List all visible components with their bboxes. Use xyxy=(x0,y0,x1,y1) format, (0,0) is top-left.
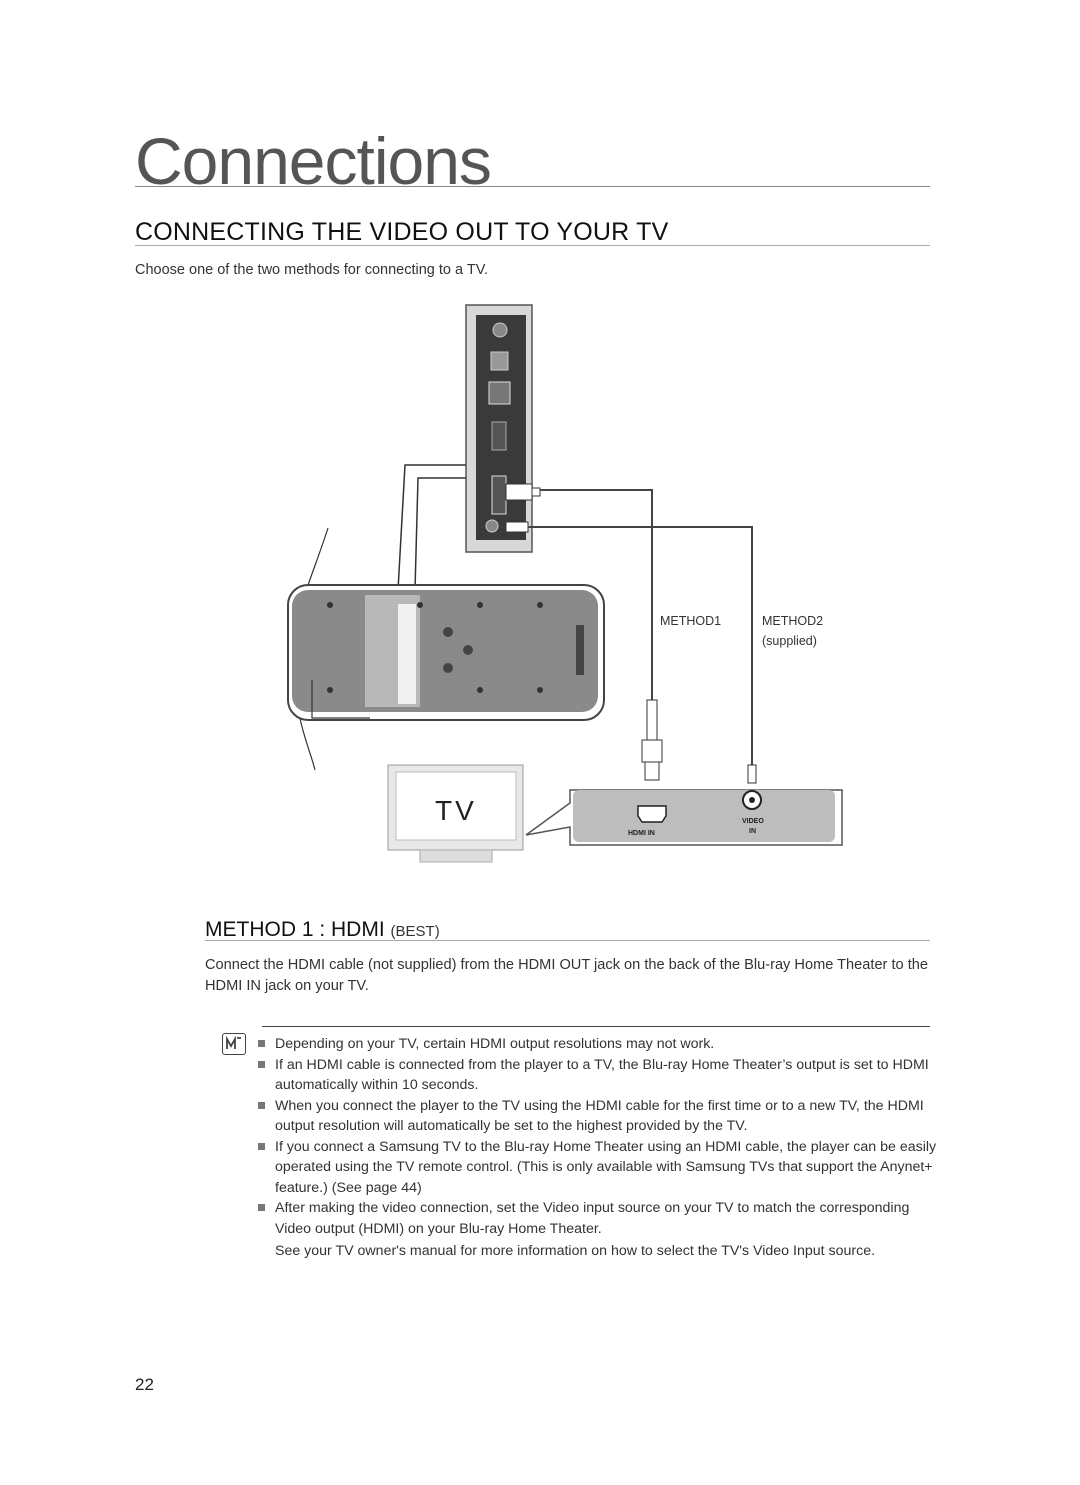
section-title: CONNECTING THE VIDEO OUT TO YOUR TV xyxy=(135,218,669,246)
soundbar-unit xyxy=(287,527,605,771)
note-item: After making the video connection, set t… xyxy=(258,1198,938,1239)
tv-port-panel xyxy=(573,790,835,842)
method2-note: (supplied) xyxy=(762,634,817,648)
chapter-title: Connections xyxy=(135,124,492,198)
bullet-icon xyxy=(258,1142,265,1150)
video-plug-bottom xyxy=(747,764,757,784)
method2-label: METHOD2 xyxy=(762,614,823,628)
tv-label: TV xyxy=(435,795,477,826)
page-number: 22 xyxy=(135,1375,154,1394)
hdmi-in-port xyxy=(637,805,667,823)
note-icon xyxy=(222,1033,246,1055)
note-continuation: See your TV owner's manual for more info… xyxy=(275,1243,876,1259)
in-label: IN xyxy=(749,828,756,835)
note-item: If an HDMI cable is connected from the p… xyxy=(258,1055,938,1096)
video-in-port xyxy=(742,790,762,810)
note-item: If you connect a Samsung TV to the Blu-r… xyxy=(258,1137,938,1199)
video-label: VIDEO xyxy=(742,818,764,825)
connection-diagram: METHOD1 METHOD2 (supplied) TV xyxy=(287,304,843,863)
method1-heading: METHOD 1 : HDMI xyxy=(205,918,385,941)
note-item: Depending on your TV, certain HDMI outpu… xyxy=(258,1034,938,1055)
method1-title: METHOD 1 : HDMI (BEST) xyxy=(205,918,440,942)
bullet-icon xyxy=(258,1060,265,1068)
tv-illustration xyxy=(387,764,524,863)
bullet-icon xyxy=(258,1040,265,1047)
method1-label: METHOD1 xyxy=(660,614,721,628)
chapter-divider xyxy=(135,186,930,187)
hdmi-plug-top xyxy=(505,483,541,501)
section-intro: Choose one of the two methods for connec… xyxy=(135,262,489,278)
notes-list: Depending on your TV, certain HDMI outpu… xyxy=(258,1034,938,1262)
unit-back-panel xyxy=(465,304,533,553)
hdmi-cable xyxy=(540,489,653,712)
notes-divider xyxy=(262,1026,930,1027)
callout-line xyxy=(397,464,466,591)
note-item: When you connect the player to the TV us… xyxy=(258,1096,938,1137)
hdmi-plug-bottom xyxy=(641,699,663,781)
video-plug-top xyxy=(505,521,529,533)
hdmi-in-label: HDMI IN xyxy=(628,830,655,837)
method1-description: Connect the HDMI cable (not supplied) fr… xyxy=(205,957,928,994)
bullet-icon xyxy=(258,1204,265,1211)
callout-line xyxy=(414,477,466,591)
method1-divider xyxy=(205,940,930,941)
video-cable xyxy=(528,526,753,770)
method1-suffix: (BEST) xyxy=(390,923,440,940)
section-divider xyxy=(135,245,930,246)
bullet-icon xyxy=(258,1101,265,1109)
